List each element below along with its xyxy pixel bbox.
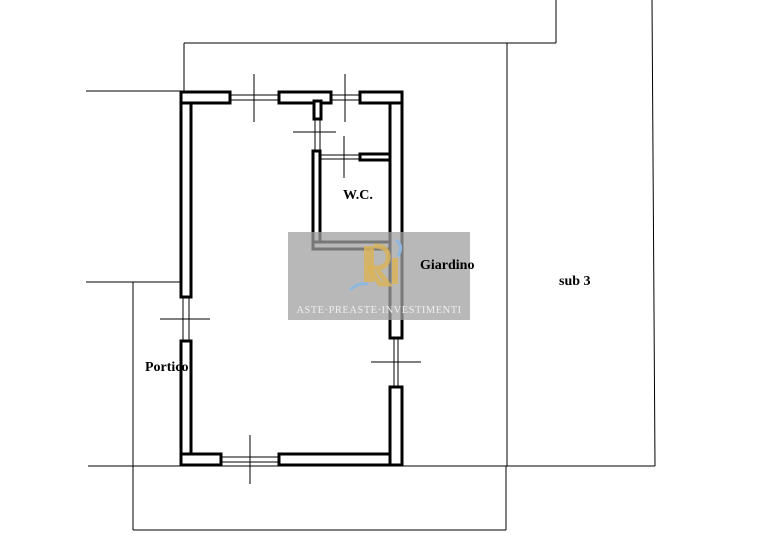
- area-label-sub3: sub 3: [559, 274, 591, 289]
- watermark-text: ASTE·PREASTE·INVESTIMENTI: [296, 305, 462, 316]
- openings: [182, 94, 399, 463]
- watermark: ASTE·PREASTE·INVESTIMENTI: [288, 232, 470, 320]
- area-label-portico: Portico: [145, 360, 189, 375]
- wall-fill-fixes: [183, 94, 400, 463]
- area-label-giardino: Giardino: [420, 258, 475, 273]
- watermark-logo: [348, 238, 403, 292]
- opening-cross-marks: [160, 74, 421, 484]
- room-label-wc: W.C.: [343, 188, 373, 203]
